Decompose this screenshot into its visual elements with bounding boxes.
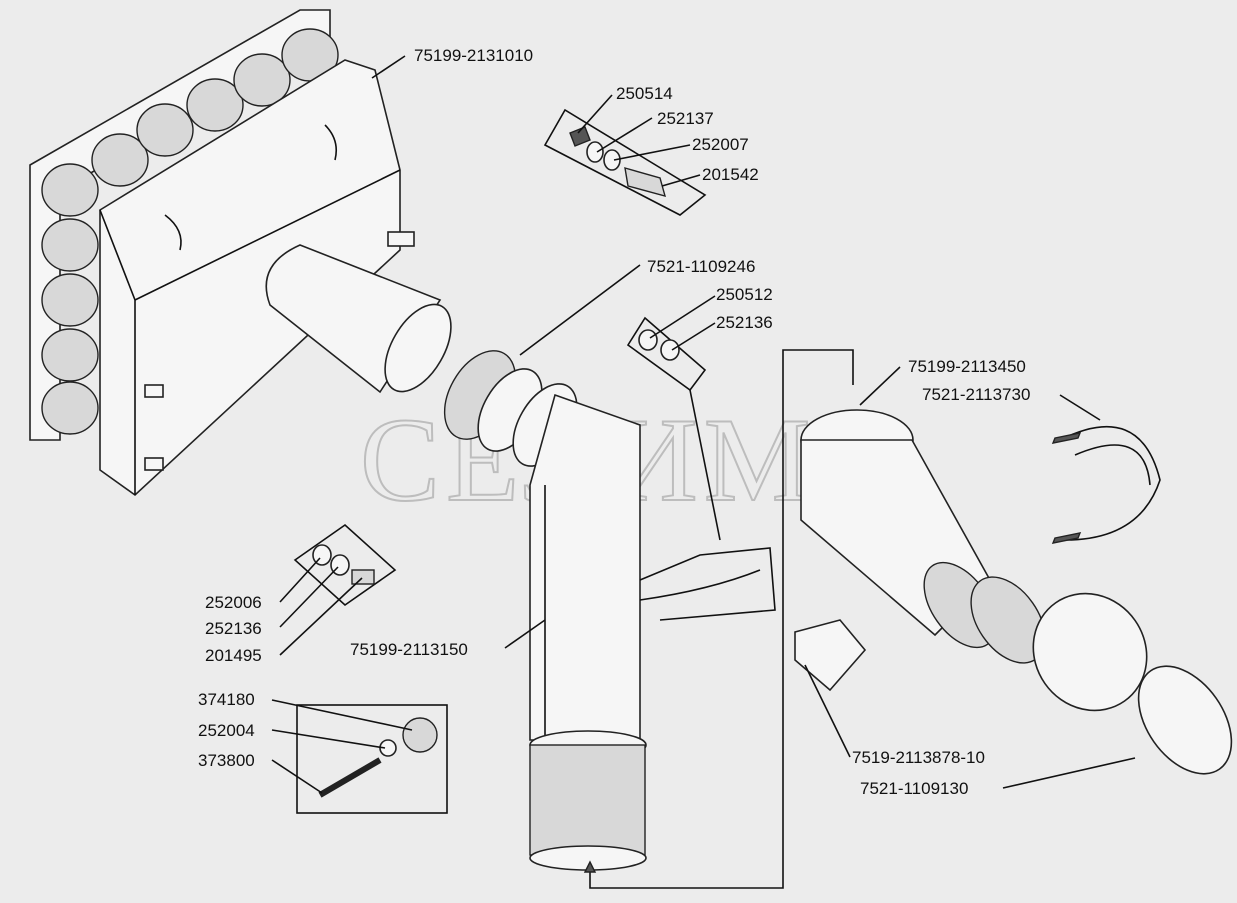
side-bracket [387,231,415,247]
elbow-assembly [794,409,1233,775]
upper-duct [265,244,641,741]
label-7521-2113730: 7521-2113730 [922,385,1030,404]
elbow-bracket [794,619,867,692]
label-252137: 252137 [657,109,714,128]
clamp-straps-right [1051,425,1161,544]
label-252006: 252006 [205,593,262,612]
label-75199-2113150: 75199-2113150 [350,640,468,659]
lower-nozzle [529,730,647,871]
label-373800: 373800 [198,751,255,770]
part-labels: 75199-2131010 250514 252137 252007 20154… [198,46,1030,798]
label-201542: 201542 [702,165,759,184]
label-252004: 252004 [198,721,255,740]
label-75199-2113450: 75199-2113450 [908,357,1026,376]
label-75199-2131010: 75199-2131010 [414,46,533,65]
label-250514: 250514 [616,84,673,103]
heater-unit [29,9,415,497]
leader-lines [271,55,1136,794]
label-252007: 252007 [692,135,749,154]
heater-coils [41,28,339,435]
hardware-group-bottom [296,704,448,814]
hanger-strap-middle [639,547,776,621]
label-250512: 250512 [716,285,773,304]
label-201495: 201495 [205,646,262,665]
label-7521-1109246: 7521-1109246 [647,257,755,276]
connection-loop [589,349,854,889]
label-252136-top: 252136 [716,313,773,332]
label-252136-left: 252136 [205,619,262,638]
label-374180: 374180 [198,690,255,709]
label-7519-2113878-10: 7519-2113878-10 [852,748,985,767]
label-7521-1109130: 7521-1109130 [860,779,968,798]
hardware-group-mid [626,316,721,541]
hardware-group-top [543,108,707,216]
